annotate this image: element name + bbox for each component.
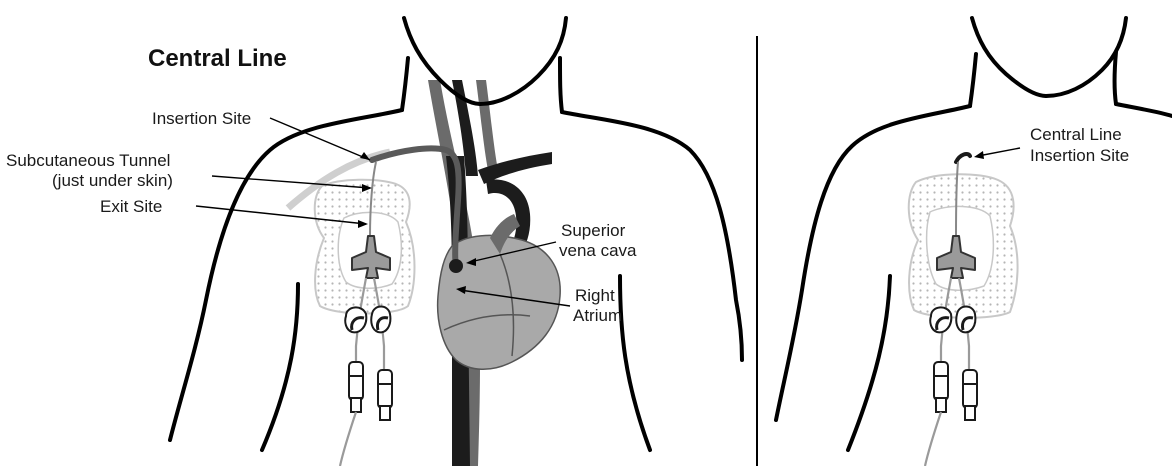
cap-c [936,398,946,412]
label-right-atrium-1: Right [575,286,615,305]
connector-b [378,370,392,408]
page-title: Central Line [148,45,287,72]
connector-a [349,362,363,400]
label-superior-vena-cava-1: Superior [561,221,626,240]
neck-strap-left-right [970,54,976,106]
extension-tube [340,412,356,466]
neck-left-side-right [972,18,1046,96]
shoulder-right-right [1116,104,1172,116]
label-insertion-site: Insertion Site [152,109,251,128]
arrow-central-line-insertion [974,151,984,159]
cap-a [351,398,361,412]
connector-c [934,362,948,400]
label-subcutaneous-tunnel-2: (just under skin) [52,171,173,190]
connector-d [963,370,977,408]
armpit-left [262,284,298,450]
cap-b [380,406,390,420]
extension-tube-right [925,412,941,466]
neck-strap-right [560,58,562,112]
label-subcutaneous-tunnel-1: Subcutaneous Tunnel [6,151,170,170]
cap-d [965,406,975,420]
insertion-point-right [956,154,970,162]
neck-strap-right-right [1115,52,1117,104]
neck-right-side [480,18,566,104]
neck-strap-left [402,58,408,110]
armpit-right [620,276,650,450]
label-right-atrium-2: Atrium [573,306,622,325]
label-exit-site: Exit Site [100,197,162,216]
right-panel: Central Line Insertion Site [776,18,1172,466]
neck-left-side [404,18,480,104]
label-central-line-insertion-2: Insertion Site [1030,146,1129,165]
armpit-left-right [848,276,890,450]
label-central-line-insertion-1: Central Line [1030,125,1122,144]
catheter-tip [449,259,463,273]
leader-central-line-insertion [978,148,1020,156]
neck-vessel-grey [476,80,498,170]
label-superior-vena-cava-2: vena cava [559,241,637,260]
great-vessels [428,80,560,466]
left-panel: Central Line Insertion Site Subcutaneous… [6,18,742,466]
